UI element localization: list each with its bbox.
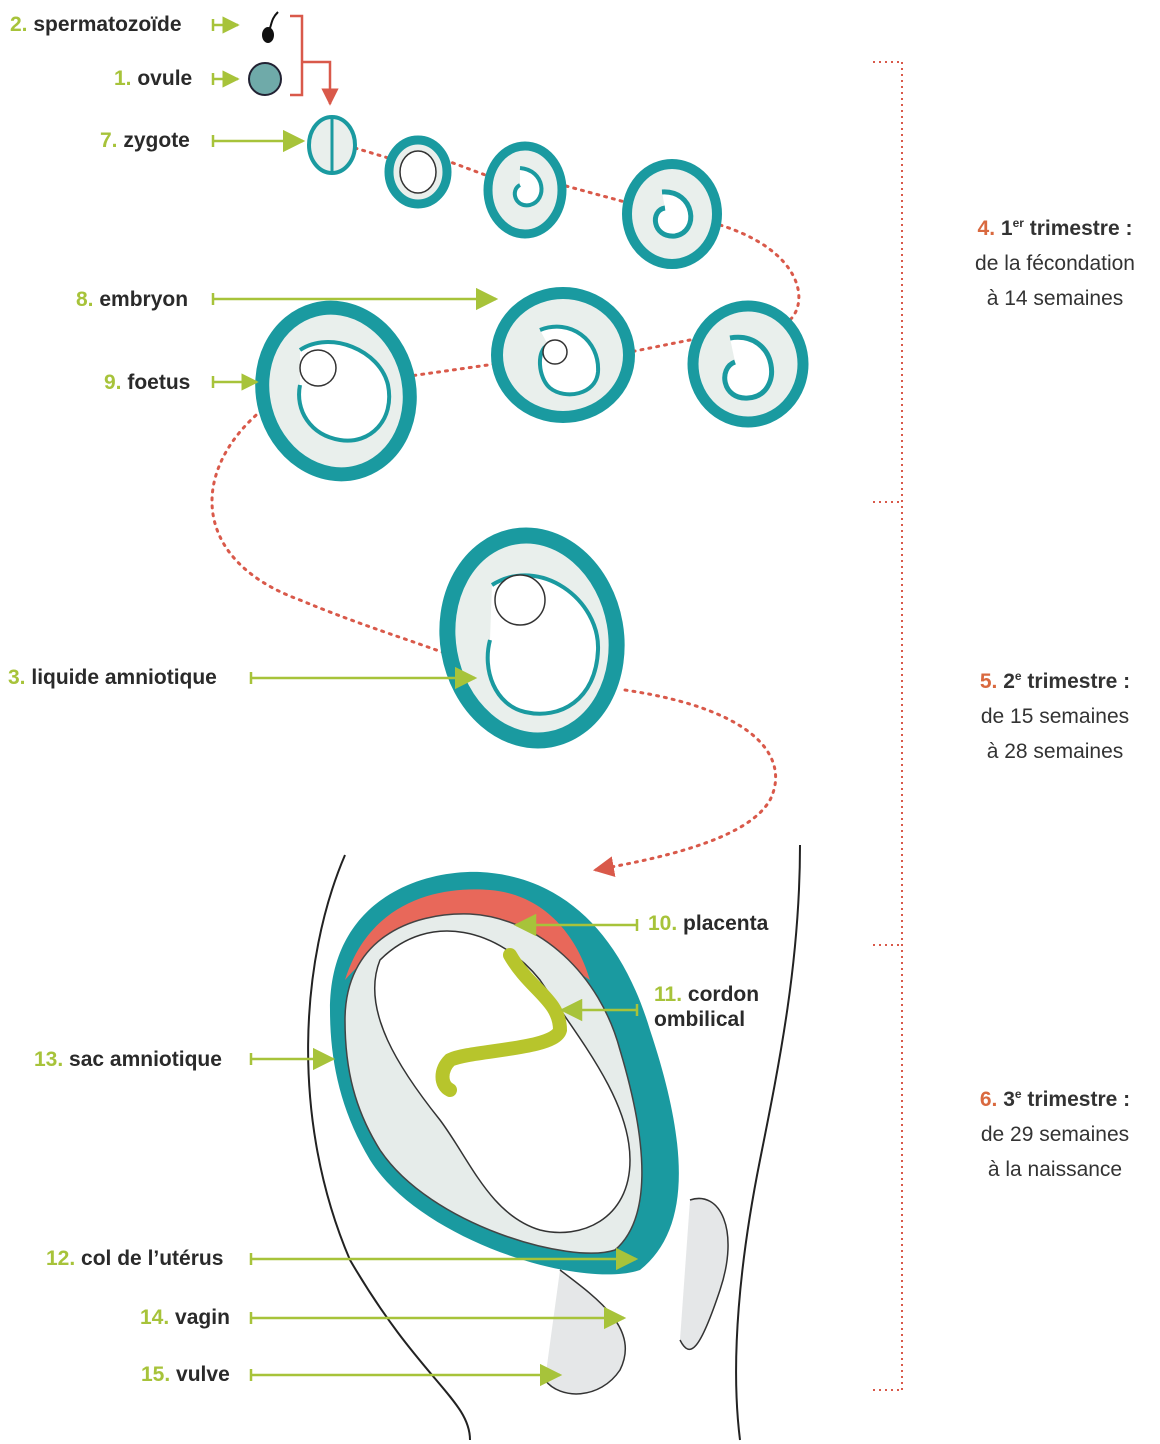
trimester-ordinal-suffix: er — [1013, 216, 1024, 230]
label-text: placenta — [683, 912, 768, 935]
label-foetus: 9. foetus — [104, 370, 190, 395]
label-text: zygote — [123, 129, 190, 152]
embryo-stage-1-icon — [488, 146, 562, 234]
embryo-stage-3-icon — [693, 306, 803, 422]
trimester-number: 4. — [978, 217, 996, 240]
label-number: 2. — [10, 13, 28, 36]
label-ovule: 1. ovule — [114, 66, 192, 91]
trimester-title: trimestre — [1027, 1088, 1117, 1111]
fertilisation-bracket — [290, 16, 330, 104]
sperm-icon — [262, 12, 278, 43]
trimester-colon: : — [1117, 1088, 1130, 1111]
label-text: col de l’utérus — [81, 1247, 223, 1270]
label-number: 11. — [654, 983, 682, 1006]
label-col-uterus: 12. col de l’utérus — [46, 1246, 223, 1271]
foetus-2nd-trimester-icon — [431, 522, 632, 754]
label-text: cordon — [688, 983, 759, 1006]
trimester-ordinal: 2 — [1003, 670, 1015, 693]
label-text: foetus — [127, 371, 190, 394]
label-spermatozoide: 2. spermatozoïde — [10, 12, 182, 37]
label-number: 9. — [104, 371, 122, 394]
label-number: 14. — [140, 1306, 169, 1329]
progression-dotted-path — [212, 148, 799, 870]
foetus-icon — [244, 291, 429, 491]
trimester-title: trimestre — [1030, 217, 1120, 240]
label-number: 3. — [8, 666, 26, 689]
trimester-3: 6. 3e trimestre : de 29 semaines à la na… — [940, 1077, 1160, 1187]
zygote-icon — [309, 117, 355, 173]
trimester-ordinal-suffix: e — [1015, 669, 1022, 683]
label-sac-amniotique: 13. sac amniotique — [34, 1047, 222, 1072]
label-number: 15. — [141, 1363, 170, 1386]
label-number: 12. — [46, 1247, 75, 1270]
trimester-range-start: de 15 semaines — [940, 699, 1160, 734]
trimester-ordinal: 3 — [1003, 1088, 1015, 1111]
trimester-ordinal-suffix: e — [1015, 1087, 1022, 1101]
label-zygote: 7. zygote — [100, 128, 190, 153]
trimester-number: 6. — [980, 1088, 998, 1111]
label-number: 10. — [648, 912, 677, 935]
label-vagin: 14. vagin — [140, 1305, 230, 1330]
label-number: 1. — [114, 67, 132, 90]
embryo-icon — [497, 293, 629, 417]
label-text-line2: ombilical — [654, 1007, 759, 1032]
blastocyst-icon — [389, 140, 447, 204]
label-vulve: 15. vulve — [141, 1362, 230, 1387]
label-placenta: 10. placenta — [648, 911, 768, 936]
label-text: ovule — [137, 67, 192, 90]
label-number: 8. — [76, 288, 94, 311]
label-number: 7. — [100, 129, 118, 152]
timeline-bracket — [873, 62, 902, 1390]
trimester-range-end: à 14 semaines — [940, 281, 1160, 316]
label-text: liquide amniotique — [31, 666, 217, 689]
embryo-stage-2-icon — [627, 164, 717, 264]
trimester-number: 5. — [980, 670, 998, 693]
trimester-range-start: de la fécondation — [940, 246, 1160, 281]
trimester-ordinal: 1 — [1001, 217, 1013, 240]
trimester-colon: : — [1117, 670, 1130, 693]
label-text: embryon — [99, 288, 188, 311]
trimester-2: 5. 2e trimestre : de 15 semaines à 28 se… — [940, 659, 1160, 769]
label-cordon-ombilical: 11. cordon ombilical — [654, 982, 759, 1032]
label-text: vagin — [175, 1306, 230, 1329]
label-text: vulve — [176, 1363, 230, 1386]
label-text: sac amniotique — [69, 1048, 222, 1071]
ovule-icon — [249, 63, 281, 95]
trimester-colon: : — [1120, 217, 1133, 240]
label-text: spermatozoïde — [33, 13, 181, 36]
trimester-1: 4. 1er trimestre : de la fécondation à 1… — [940, 206, 1160, 316]
trimester-title: trimestre — [1027, 670, 1117, 693]
trimester-range-end: à 28 semaines — [940, 734, 1160, 769]
label-embryon: 8. embryon — [76, 287, 188, 312]
trimester-range-end: à la naissance — [940, 1152, 1160, 1187]
label-number: 13. — [34, 1048, 63, 1071]
trimester-range-start: de 29 semaines — [940, 1117, 1160, 1152]
label-liquide-amniotique: 3. liquide amniotique — [8, 665, 217, 690]
